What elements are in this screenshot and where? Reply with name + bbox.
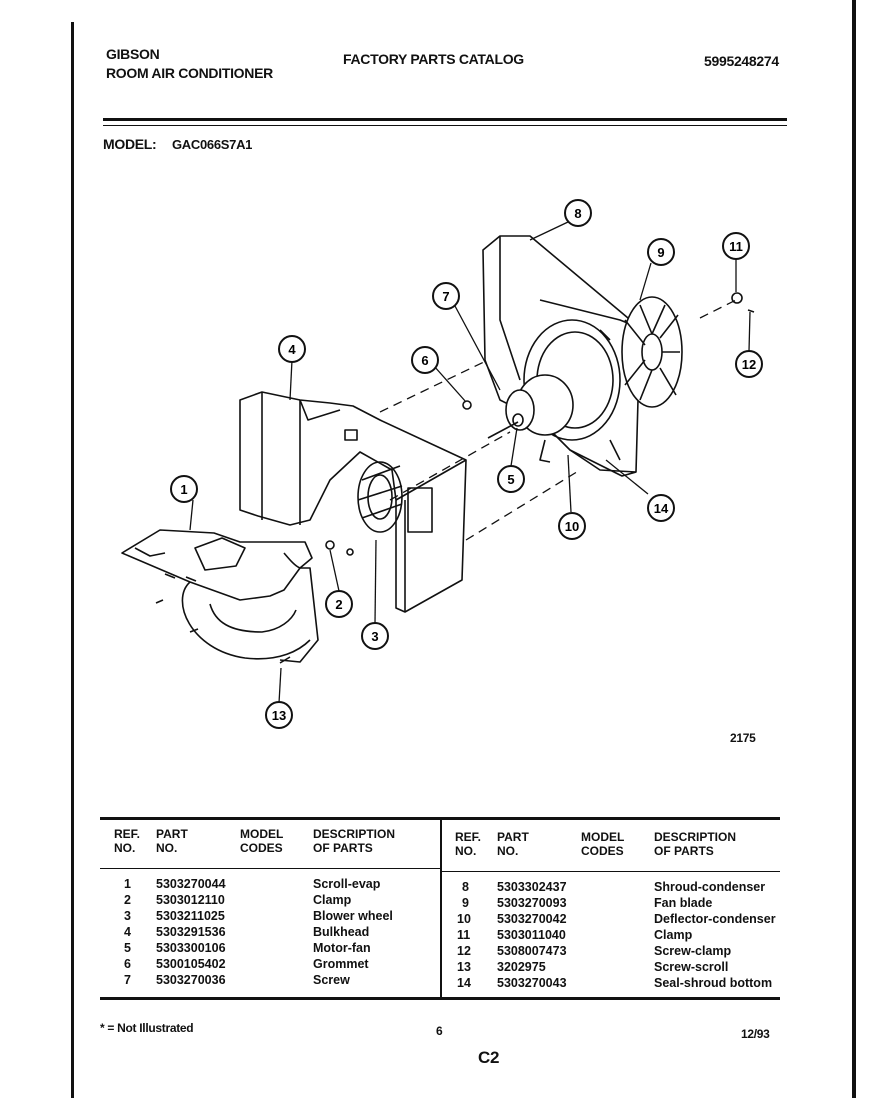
svg-text:6: 6 — [421, 353, 428, 368]
svg-text:8: 8 — [574, 206, 581, 221]
catalog-title: FACTORY PARTS CATALOG — [343, 51, 524, 67]
callout-14: 14 — [647, 494, 675, 522]
product-type: ROOM AIR CONDITIONER — [106, 65, 273, 81]
exploded-parts-diagram: 1 2 3 4 5 6 7 8 9 10 11 12 13 14 — [121, 199, 763, 729]
header-rule-thin — [103, 125, 787, 126]
shroud-condenser-drawing — [482, 235, 641, 477]
svg-text:5: 5 — [507, 472, 514, 487]
svg-text:2: 2 — [335, 597, 342, 612]
callout-8: 8 — [564, 199, 592, 227]
leader-lines — [189, 221, 751, 704]
page-number: 6 — [436, 1024, 443, 1038]
col-ref-header-left: REF.NO. — [114, 827, 141, 855]
svg-text:10: 10 — [565, 519, 579, 534]
svg-text:1: 1 — [180, 482, 187, 497]
section-code: C2 — [478, 1048, 500, 1067]
col-ref-header-right: REF.NO. — [455, 830, 482, 858]
callout-11: 11 — [722, 232, 750, 260]
svg-text:14: 14 — [654, 501, 669, 516]
motor-fan-drawing — [487, 374, 574, 463]
svg-text:4: 4 — [288, 342, 296, 357]
table-top-rule — [100, 817, 780, 820]
page-border-left — [71, 22, 74, 1098]
callout-10: 10 — [558, 512, 586, 540]
revision-date: 12/93 — [741, 1027, 770, 1041]
svg-text:3: 3 — [371, 629, 378, 644]
header-rule — [103, 118, 787, 121]
table-header-rule-right — [442, 871, 780, 872]
svg-text:11: 11 — [729, 239, 743, 254]
callout-5: 5 — [497, 465, 525, 493]
callout-13: 13 — [265, 701, 293, 729]
callout-9: 9 — [647, 238, 675, 266]
callout-3: 3 — [361, 622, 389, 650]
hardware-drawing — [155, 292, 755, 664]
catalog-number: 5995248274 — [704, 53, 779, 69]
callout-12: 12 — [735, 350, 763, 378]
figure-number: 2175 — [730, 731, 756, 745]
svg-text:7: 7 — [442, 289, 449, 304]
svg-text:12: 12 — [742, 357, 756, 372]
fan-blade-drawing — [621, 296, 683, 408]
callout-7: 7 — [432, 282, 460, 310]
scroll-evap-drawing — [121, 529, 319, 663]
blower-wheel-drawing — [357, 461, 433, 533]
svg-text:13: 13 — [272, 708, 286, 723]
bulkhead-drawing — [239, 391, 467, 613]
brand-name: GIBSON — [106, 46, 160, 62]
callout-6: 6 — [411, 346, 439, 374]
page-border-right — [852, 0, 856, 1098]
callout-4: 4 — [278, 335, 306, 363]
model-number: GAC066S7A1 — [172, 137, 253, 152]
model-label: MODEL: — [103, 136, 157, 152]
svg-text:9: 9 — [657, 245, 664, 260]
not-illustrated-note: * = Not Illustrated — [100, 1021, 194, 1035]
table-divider — [440, 820, 442, 997]
callout-1: 1 — [170, 475, 198, 503]
table-bottom-rule — [100, 997, 780, 1000]
callout-2: 2 — [325, 590, 353, 618]
table-header-rule-left — [100, 868, 440, 869]
assembly-dashed-lines — [379, 299, 737, 541]
